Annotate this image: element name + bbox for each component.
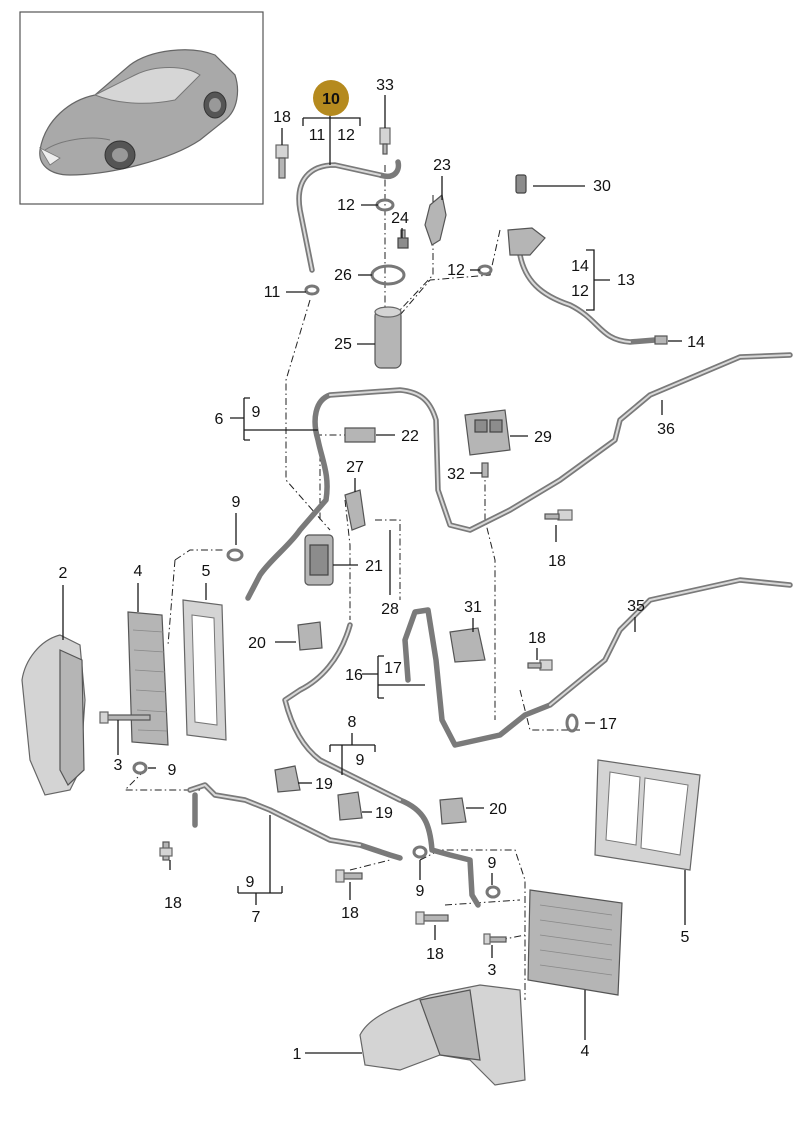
callout-labels: 33 18 11 12 12 23 24 30 26 12 14 13 12 1… [59,77,705,1063]
callout-18[interactable]: 18 [426,946,444,963]
callout-27[interactable]: 27 [346,459,364,476]
callout-label-10: 10 [322,91,340,108]
callout-14[interactable]: 14 [571,258,589,275]
callout-26[interactable]: 26 [334,267,352,284]
callout-1[interactable]: 1 [293,1046,302,1063]
callout-23[interactable]: 23 [433,157,451,174]
callout-9[interactable]: 9 [356,752,365,769]
callout-7[interactable]: 7 [252,909,261,926]
ac-lines [187,159,793,908]
callout-29[interactable]: 29 [534,429,552,446]
parts [21,127,701,1086]
callout-33[interactable]: 33 [376,77,394,94]
callout-25[interactable]: 25 [334,336,352,353]
callout-12[interactable]: 12 [571,283,589,300]
callout-36[interactable]: 36 [657,421,675,438]
callout-14[interactable]: 14 [687,334,705,351]
callout-18[interactable]: 18 [341,905,359,922]
callout-10-highlight[interactable]: 10 [313,80,349,116]
callout-32[interactable]: 32 [447,466,465,483]
callout-9[interactable]: 9 [252,404,261,421]
callout-18[interactable]: 18 [528,630,546,647]
callout-18[interactable]: 18 [164,895,182,912]
callout-9[interactable]: 9 [246,874,255,891]
callout-31[interactable]: 31 [464,599,482,616]
callout-21[interactable]: 21 [365,558,383,575]
callout-8[interactable]: 8 [348,714,357,731]
callout-9[interactable]: 9 [232,494,241,511]
callout-19[interactable]: 19 [315,776,333,793]
callout-5[interactable]: 5 [681,929,690,946]
callout-5[interactable]: 5 [202,563,211,580]
callout-12[interactable]: 12 [337,197,355,214]
callout-6[interactable]: 6 [215,411,224,428]
callout-2[interactable]: 2 [59,565,68,582]
callout-9[interactable]: 9 [416,883,425,900]
callout-4[interactable]: 4 [581,1043,590,1060]
callout-4[interactable]: 4 [134,563,143,580]
callout-9[interactable]: 9 [488,855,497,872]
callout-12[interactable]: 12 [337,127,355,144]
callout-24[interactable]: 24 [391,210,409,227]
callout-35[interactable]: 35 [627,598,645,615]
callout-20[interactable]: 20 [489,801,507,818]
callout-19[interactable]: 19 [375,805,393,822]
vehicle-thumbnail [19,11,264,205]
callout-22[interactable]: 22 [401,428,419,445]
callout-30[interactable]: 30 [593,178,611,195]
callout-9[interactable]: 9 [168,762,177,779]
callout-17[interactable]: 17 [384,660,402,677]
callout-16[interactable]: 16 [345,667,363,684]
callout-28[interactable]: 28 [381,601,399,618]
callout-17[interactable]: 17 [599,716,617,733]
highlight-badge [313,80,349,116]
callout-13[interactable]: 13 [617,272,635,289]
callout-18[interactable]: 18 [273,109,291,126]
callout-11[interactable]: 11 [264,284,281,301]
callout-3[interactable]: 3 [488,962,497,979]
callout-18[interactable]: 18 [548,553,566,570]
callout-20[interactable]: 20 [248,635,266,652]
callout-3[interactable]: 3 [114,757,123,774]
callout-11[interactable]: 11 [309,127,326,144]
leader-lines [62,95,686,1054]
callout-12[interactable]: 12 [447,262,465,279]
